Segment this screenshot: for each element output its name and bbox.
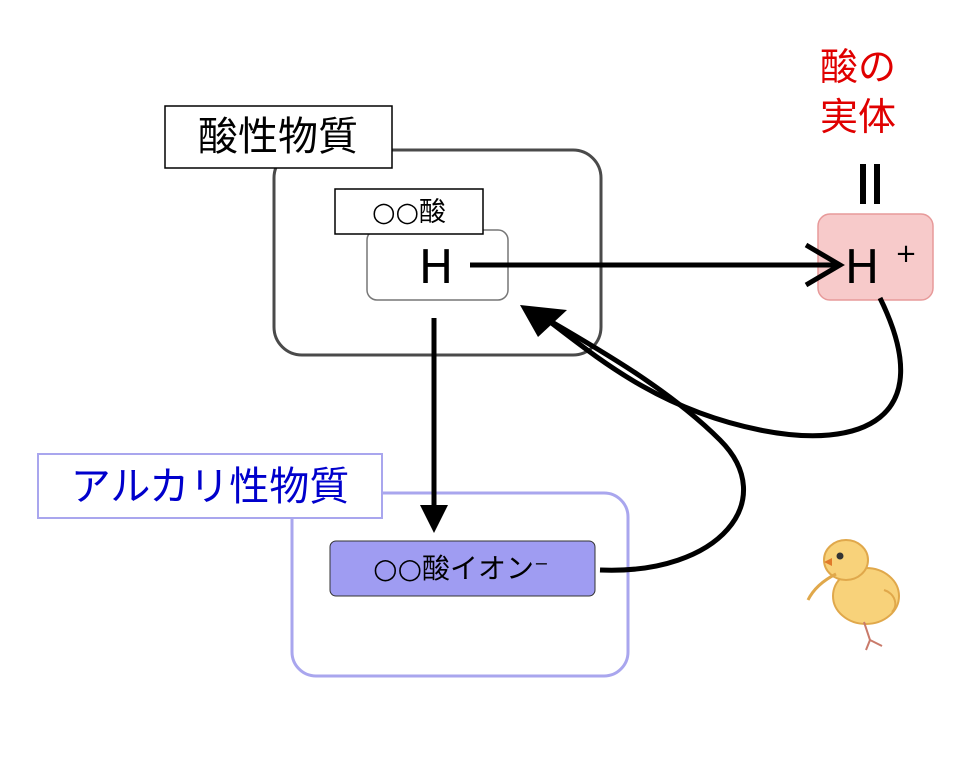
acid-ion-box <box>329 540 596 597</box>
acid-name-box <box>334 188 484 235</box>
proton-label: H <box>845 240 880 294</box>
alkali-substance-label-box <box>37 453 383 519</box>
acid-substance-label-box <box>164 105 393 169</box>
acid-ion-label: ○○酸イオン⁻ <box>373 552 549 585</box>
arrow-ion-return <box>543 315 747 573</box>
acid-entity-line2: 実体 <box>820 95 896 139</box>
arrowhead-return <box>520 305 567 337</box>
equals-sign <box>860 164 880 204</box>
proton-charge: + <box>895 239 917 269</box>
acid-entity-line1: 酸の <box>820 45 896 89</box>
acid-name-label: ○○酸 <box>372 197 446 228</box>
hydrogen-label: H <box>419 240 454 294</box>
acid-substance-label: 酸性物質 <box>198 114 358 160</box>
chick-illustration <box>806 539 900 651</box>
arrow-proton-return <box>543 296 904 439</box>
alkali-substance-label: アルカリ性物質 <box>71 464 349 510</box>
proton-box <box>817 213 934 301</box>
